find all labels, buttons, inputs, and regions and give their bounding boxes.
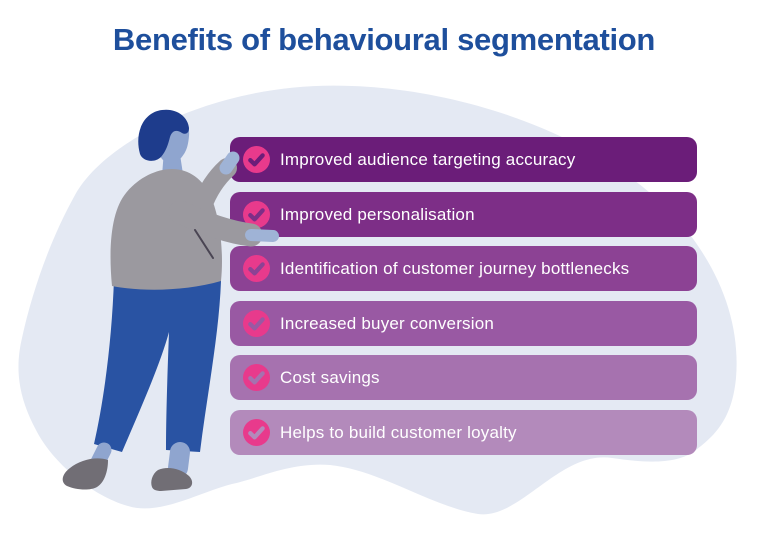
- check-icon: [243, 364, 270, 391]
- benefit-row: Increased buyer conversion: [230, 301, 697, 346]
- check-mark: [248, 371, 265, 385]
- check-icon: [243, 146, 270, 173]
- benefit-label: Cost savings: [280, 367, 380, 387]
- benefit-label: Increased buyer conversion: [280, 313, 495, 333]
- benefit-row: Helps to build customer loyalty: [230, 410, 697, 455]
- benefit-row: Improved personalisation: [230, 192, 697, 237]
- check-mark: [248, 262, 265, 276]
- benefit-row: Cost savings: [230, 355, 697, 400]
- check-icon: [243, 419, 270, 446]
- check-mark: [248, 426, 265, 440]
- check-icon: [243, 201, 270, 228]
- benefit-row: Improved audience targeting accuracy: [230, 137, 697, 182]
- check-icon: [243, 310, 270, 337]
- benefit-label: Identification of customer journey bottl…: [280, 258, 630, 278]
- check-icon: [243, 255, 270, 282]
- benefit-label: Improved audience targeting accuracy: [280, 149, 576, 169]
- check-mark: [248, 317, 265, 331]
- check-mark: [248, 153, 265, 167]
- benefit-label: Helps to build customer loyalty: [280, 422, 517, 442]
- benefit-row: Identification of customer journey bottl…: [230, 246, 697, 291]
- page-title: Benefits of behavioural segmentation: [112, 22, 656, 57]
- benefit-label: Improved personalisation: [280, 204, 475, 224]
